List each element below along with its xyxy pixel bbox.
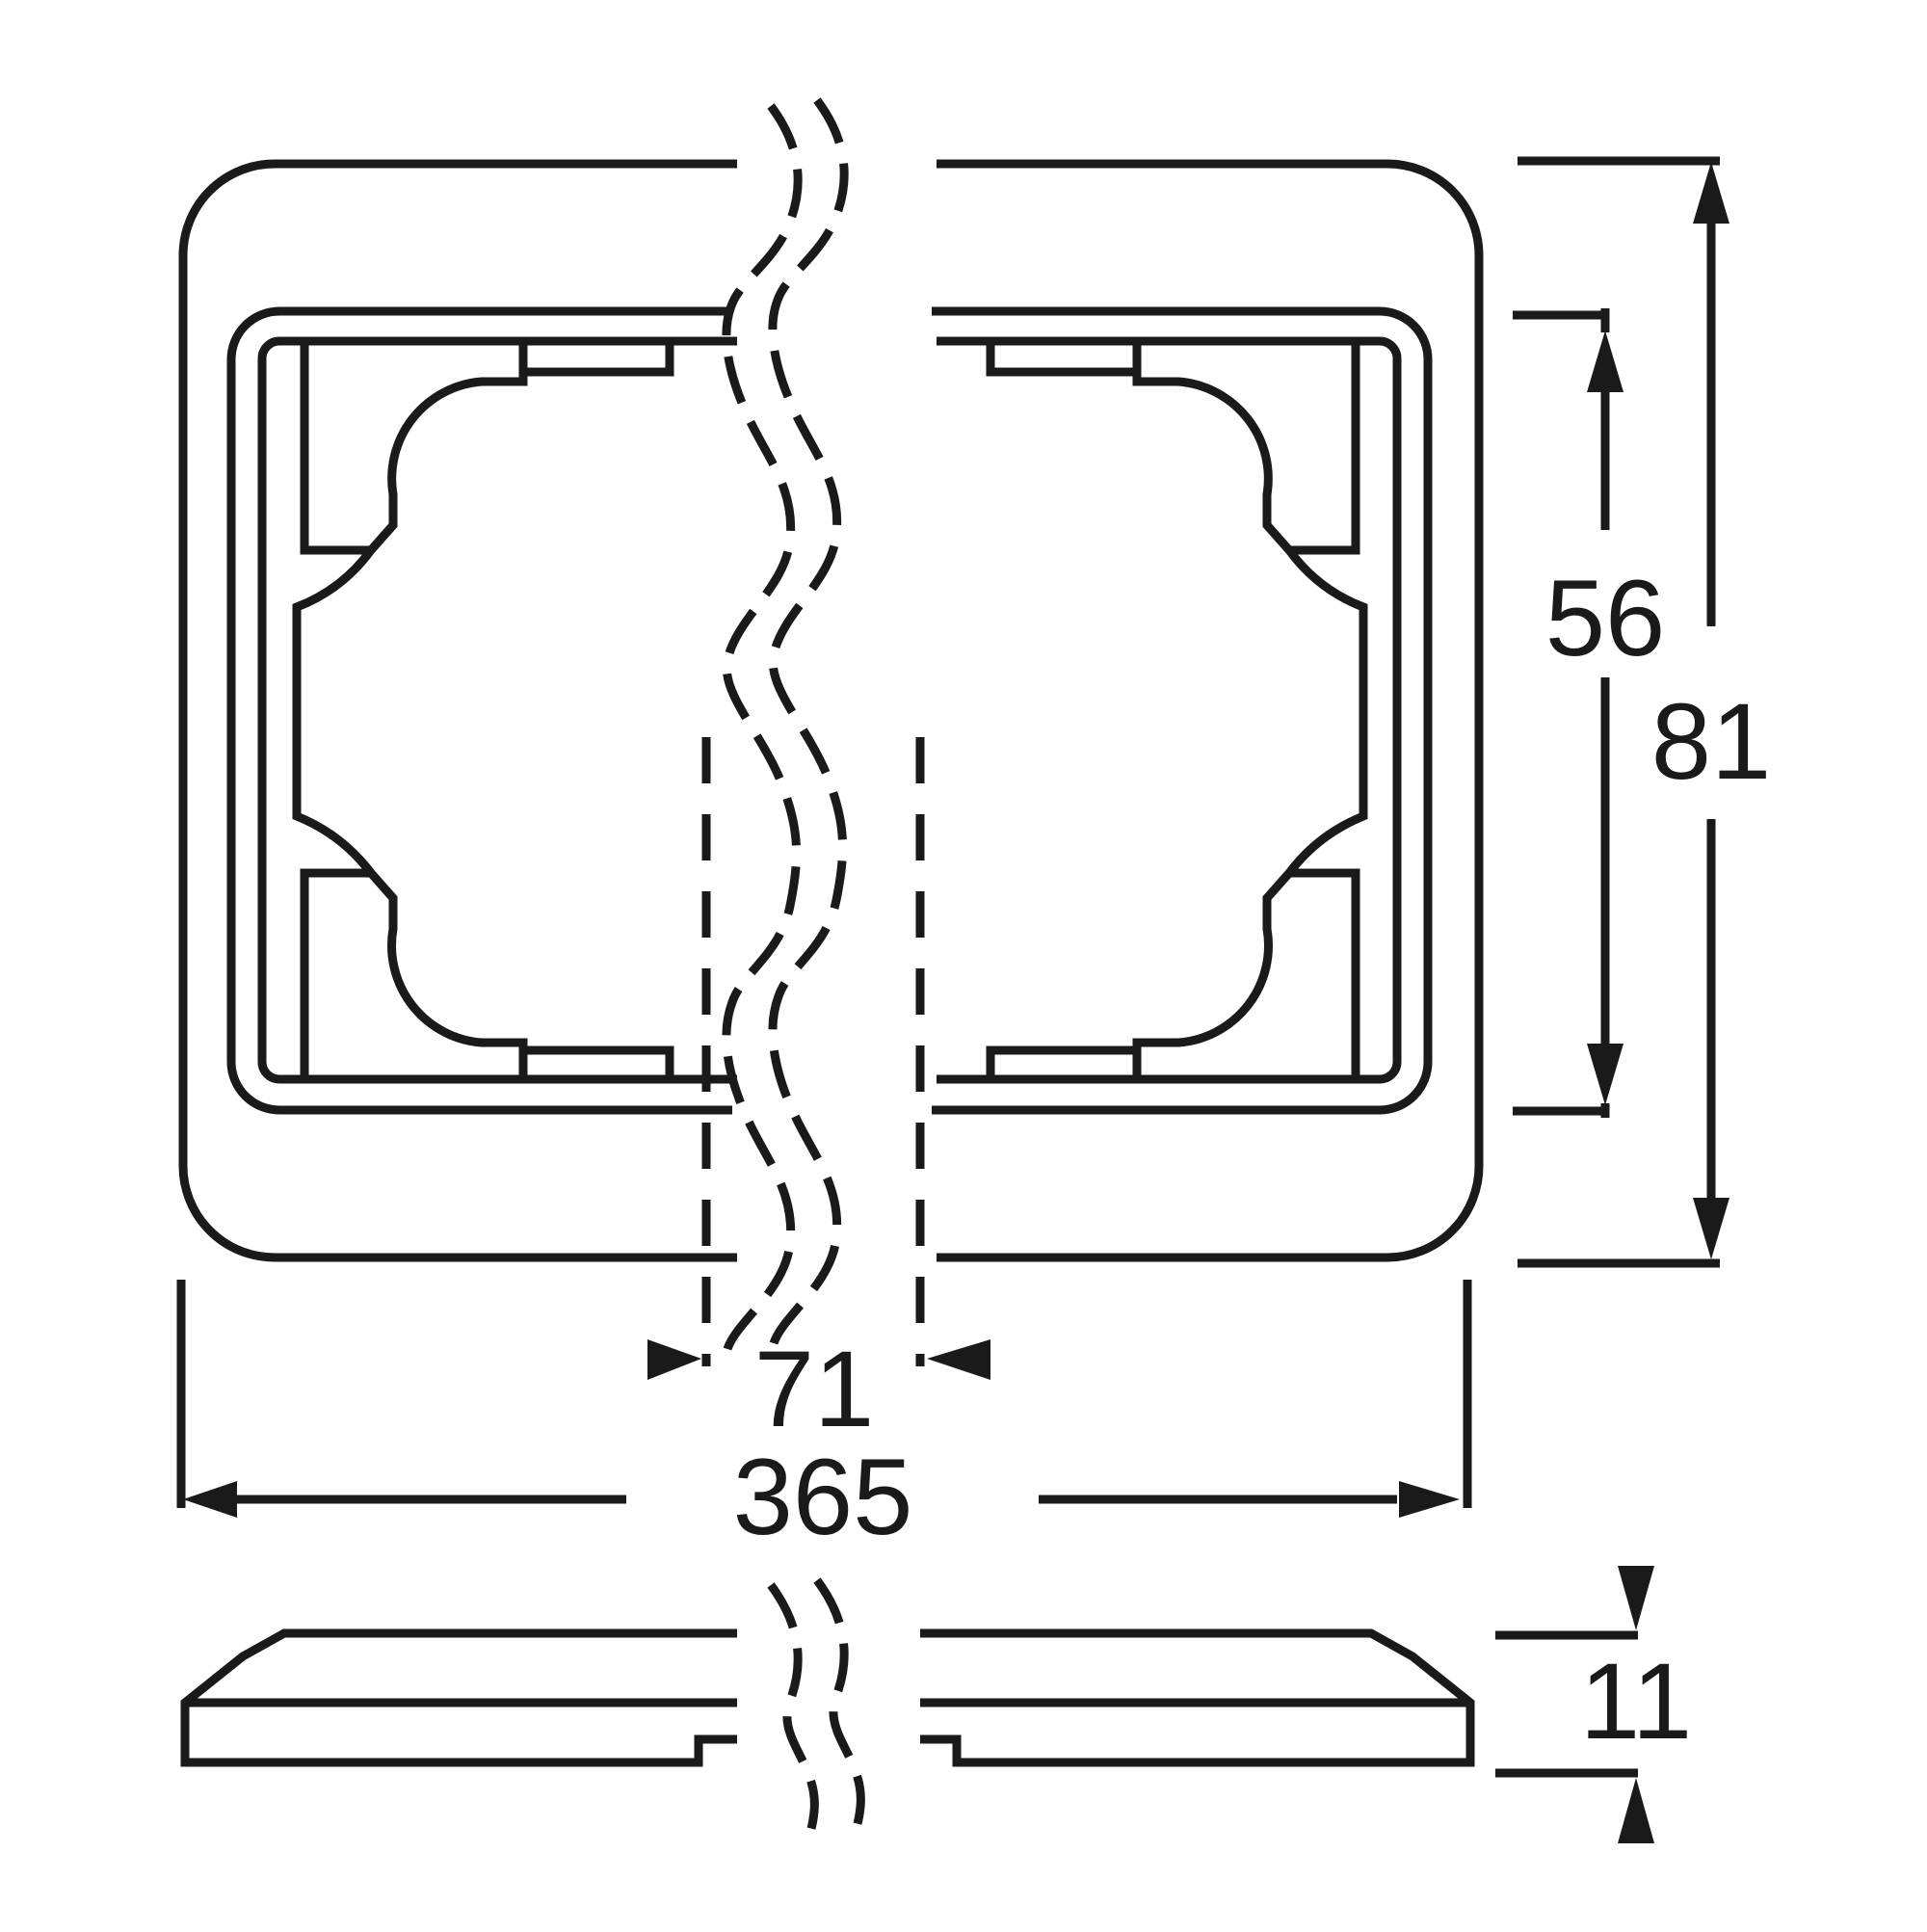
break-lines-front [726,100,844,1349]
arrow-11-top [1618,1566,1654,1630]
arrow-56-top [1587,331,1623,392]
arrow-81-bottom [1693,1198,1729,1259]
arrow-81-top [1693,162,1729,224]
break-lines-side [767,1577,865,1848]
side-view-left [180,1628,737,1767]
dimension-label-71: 71 [754,1329,875,1449]
dimension-lines [176,156,1720,1778]
front-view-right-half [932,159,1484,1262]
arrow-365-left [183,1481,237,1518]
front-view-left-half [178,159,737,1262]
dimension-label-365: 365 [733,1437,913,1557]
dimension-label-81: 81 [1651,681,1772,802]
dimension-label-11: 11 [1580,1641,1692,1761]
arrow-11-bottom [1618,1778,1654,1843]
arrow-71-left [647,1339,701,1380]
arrow-71-right [927,1339,990,1380]
side-view-right [920,1628,1475,1767]
arrowheads [183,162,1729,1843]
arrow-56-bottom [1587,1044,1623,1105]
arrow-365-right [1399,1481,1460,1518]
dimension-labels: 56 81 71 365 11 [733,558,1772,1761]
dimension-label-56: 56 [1545,558,1666,678]
center-lines [701,737,925,1359]
